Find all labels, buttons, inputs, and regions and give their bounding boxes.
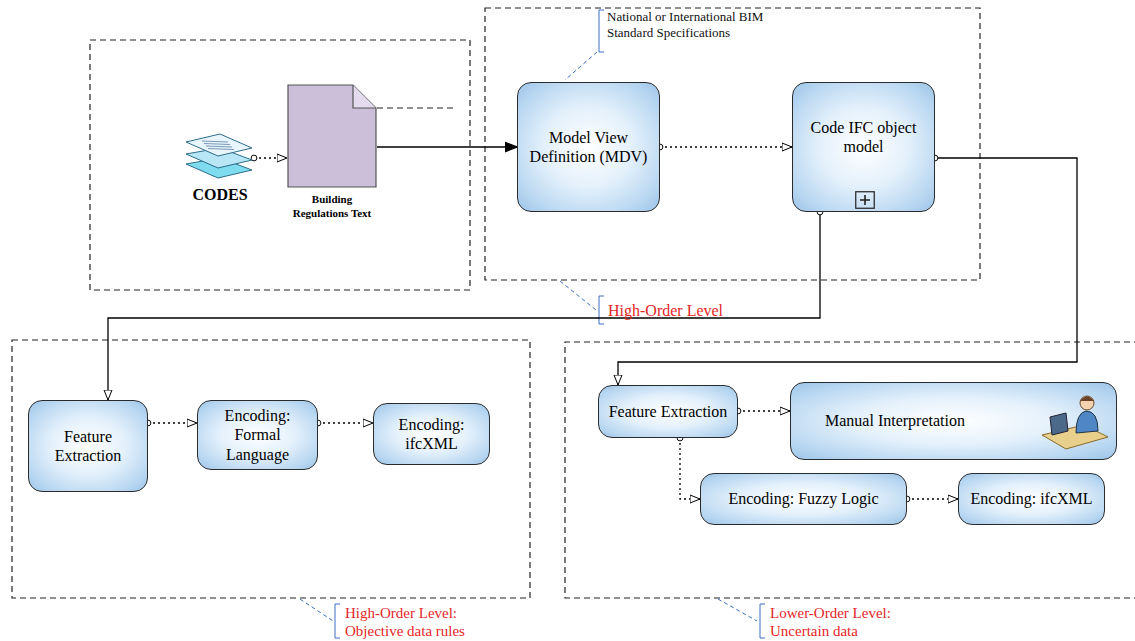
connector xyxy=(377,146,517,147)
box-label: Encoding: Fuzzy Logic xyxy=(728,489,878,508)
document-icon xyxy=(287,84,377,188)
process-box: Encoding: ifcXML xyxy=(373,403,490,465)
connector xyxy=(680,438,700,499)
callout-bracket xyxy=(335,604,340,638)
process-box: Manual Interpretation xyxy=(790,382,1117,460)
leader-line xyxy=(565,52,597,80)
person-at-desk-icon xyxy=(1040,389,1110,451)
leader-line xyxy=(718,599,757,621)
subprocess-marker xyxy=(855,191,875,209)
box-label: Manual Interpretation xyxy=(825,411,965,430)
documents-icon xyxy=(180,128,260,184)
leader-line xyxy=(560,281,596,310)
process-box: Model View Definition (MDV) xyxy=(517,82,660,212)
box-label: Encoding: ifcXML xyxy=(970,489,1092,508)
box-label: Feature Extraction xyxy=(37,427,139,465)
level-label: Lower-Order Level: Uncertain data xyxy=(770,604,920,640)
region-outline xyxy=(12,340,530,598)
box-label: Encoding: Formal Language xyxy=(206,406,309,464)
connector xyxy=(108,212,820,400)
leader-line xyxy=(300,599,333,621)
connector xyxy=(148,422,197,423)
process-box: Feature Extraction xyxy=(598,385,738,438)
connector xyxy=(907,498,958,499)
connector xyxy=(318,422,373,423)
process-box: Encoding: Fuzzy Logic xyxy=(700,473,907,525)
process-box: Encoding: ifcXML xyxy=(958,473,1105,525)
callout-note: National or International BIM Standard S… xyxy=(607,9,807,40)
process-box: Encoding: Formal Language xyxy=(197,400,318,470)
process-box: Code IFC object model xyxy=(792,82,935,212)
box-label: Encoding: ifcXML xyxy=(382,415,481,453)
dashed-line xyxy=(377,107,455,108)
region-outline xyxy=(565,342,1135,598)
box-label: Feature Extraction xyxy=(609,402,728,421)
process-box: Feature Extraction xyxy=(28,400,148,492)
level-label: High-Order Level xyxy=(608,301,778,320)
callout-bracket xyxy=(599,10,604,52)
connector xyxy=(254,157,287,158)
callout-bracket xyxy=(760,604,765,638)
document-shape: Building Regulations Text xyxy=(287,84,377,224)
connector xyxy=(660,146,792,147)
callout-bracket xyxy=(599,296,604,324)
codes-icon: CODES xyxy=(180,128,260,208)
region-outline xyxy=(90,40,470,290)
icon-caption: CODES xyxy=(180,186,260,204)
box-label: Model View Definition (MDV) xyxy=(526,128,651,166)
region-outline xyxy=(485,8,980,280)
icon-caption: Building Regulations Text xyxy=(287,192,377,221)
connector xyxy=(738,410,790,411)
level-label: High-Order Level: Objective data rules xyxy=(345,604,485,640)
box-label: Code IFC object model xyxy=(801,118,926,156)
